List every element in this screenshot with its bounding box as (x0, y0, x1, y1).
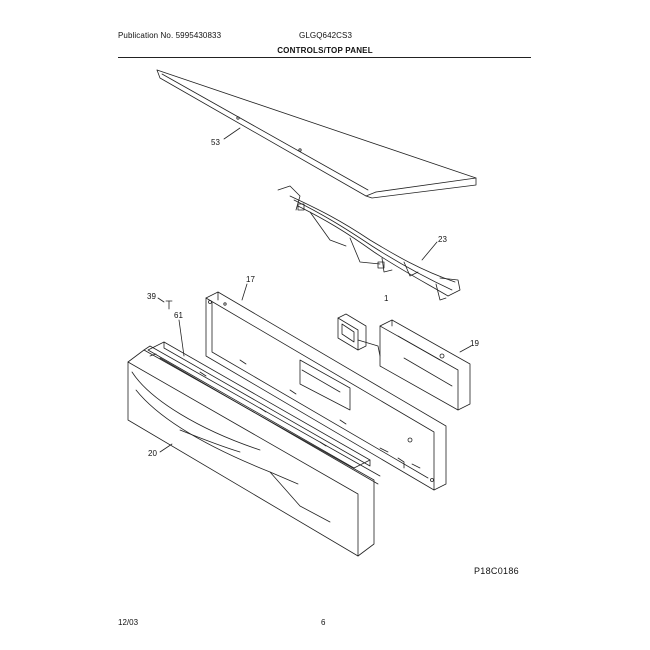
top-panel-part (156, 69, 477, 199)
publication-number: Publication No. 5995430833 (118, 31, 222, 40)
screw-part (165, 300, 173, 310)
callout-19: 19 (470, 339, 479, 348)
callout-61: 61 (174, 311, 183, 320)
trim-strip-part (147, 341, 371, 469)
footer-page-number: 6 (321, 618, 326, 627)
callout-53: 53 (211, 138, 220, 147)
section-title: CONTROLS/TOP PANEL (277, 46, 373, 55)
control-panel-frame-part (205, 291, 447, 491)
callout-39: 39 (147, 292, 156, 301)
control-board-part (337, 313, 471, 411)
model-number: GLGQ642CS3 (299, 31, 353, 40)
header-rule (118, 57, 531, 58)
callout-1: 1 (384, 294, 389, 303)
callout-17: 17 (246, 275, 255, 284)
callout-23: 23 (438, 235, 447, 244)
leader-lines (157, 127, 472, 453)
footer-date: 12/03 (118, 618, 139, 627)
wire-harness-part (277, 185, 461, 301)
diagram-code: P18C0186 (474, 566, 519, 576)
front-console-part (127, 345, 381, 557)
callout-20: 20 (148, 449, 157, 458)
